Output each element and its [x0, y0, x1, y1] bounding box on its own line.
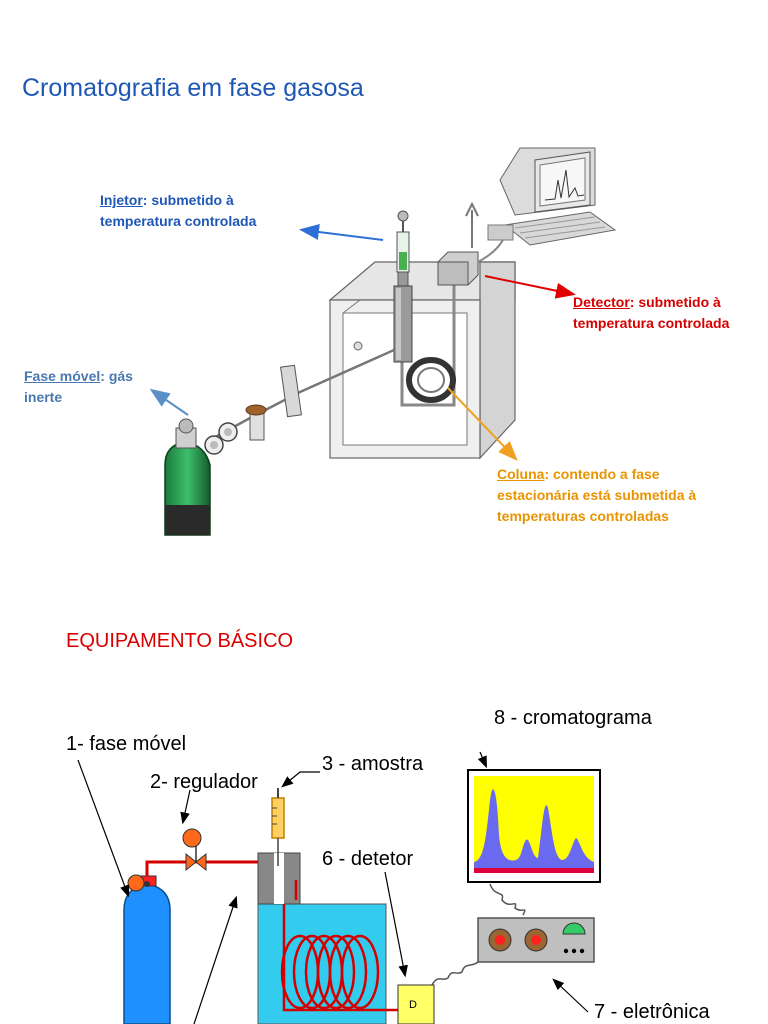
regulador-pointer — [180, 789, 191, 825]
blue-gas-cylinder — [123, 874, 171, 1024]
computer — [487, 147, 617, 246]
gas-regulators — [204, 404, 267, 455]
section-title: EQUIPAMENTO BÁSICO — [66, 630, 294, 652]
coluna-desc-1: : contendo a fase — [544, 466, 660, 482]
detector-letter: D — [409, 999, 417, 1011]
oven-tank — [257, 903, 387, 1024]
label-amostra: 3 - amostra — [322, 753, 424, 775]
fase-movel-desc-1: : gás — [100, 368, 133, 384]
cromatograma-pointer — [477, 751, 487, 769]
fase-movel-term: Fase móvel — [24, 368, 101, 384]
detector-desc-1: : submetido à — [629, 294, 721, 310]
injetor-term: Injetor — [100, 192, 143, 208]
injetor-desc-2: temperatura controlada — [100, 213, 257, 229]
coluna-arrow — [447, 387, 518, 461]
coluna-term: Coluna — [497, 466, 545, 482]
label-cromatograma: 8 - cromatograma — [494, 707, 652, 729]
sample-syringe — [271, 788, 285, 866]
detector-callout: Detector: submetido à temperatura contro… — [573, 292, 729, 334]
detector-term: Detector — [573, 294, 630, 310]
fase-movel-arrow — [149, 388, 189, 416]
amostra-pointer — [281, 771, 320, 788]
gas-pipe — [145, 860, 258, 876]
regulator-valve — [182, 828, 207, 872]
coluna-callout: Coluna: contendo a fase estacionária est… — [497, 464, 696, 527]
label-fase-movel: 1- fase móvel — [66, 733, 187, 755]
column-coil-red — [280, 880, 398, 1012]
label-eletronica: 7 - eletrônica — [594, 1001, 710, 1023]
detector-desc-2: temperatura controlada — [573, 315, 730, 331]
coluna-desc-3: temperaturas controladas — [497, 508, 669, 524]
coluna-desc-2: estacionária está submetida à — [497, 487, 697, 503]
page-title: Cromatografia em fase gasosa — [22, 74, 364, 102]
electronics-box — [477, 917, 595, 963]
injetor-callout: Injetor: submetido à temperatura control… — [100, 190, 256, 232]
label-regulador: 2- regulador — [150, 771, 258, 793]
fase-movel-desc-2: inerte — [24, 389, 63, 405]
fase-movel-pointer — [77, 759, 130, 898]
injetor-desc-1: : submetido à — [142, 192, 234, 208]
detector-arrow — [484, 275, 576, 299]
gc-instrument-illustration — [149, 147, 617, 536]
detetor-pointer — [384, 871, 408, 978]
oven-pointer — [193, 895, 238, 1024]
injector-syringe — [393, 210, 413, 363]
eletronica-pointer — [552, 978, 589, 1013]
label-detetor: 6 - detetor — [322, 848, 414, 870]
detector-cable — [423, 961, 479, 991]
injector-block — [257, 852, 301, 905]
injetor-arrow — [299, 224, 384, 241]
detector-block — [437, 201, 506, 286]
fase-movel-callout: Fase móvel: gás inerte — [24, 366, 133, 408]
gas-cylinder — [164, 418, 211, 536]
chromatogram-screen — [467, 769, 601, 883]
chromatogram-cable — [489, 883, 526, 916]
